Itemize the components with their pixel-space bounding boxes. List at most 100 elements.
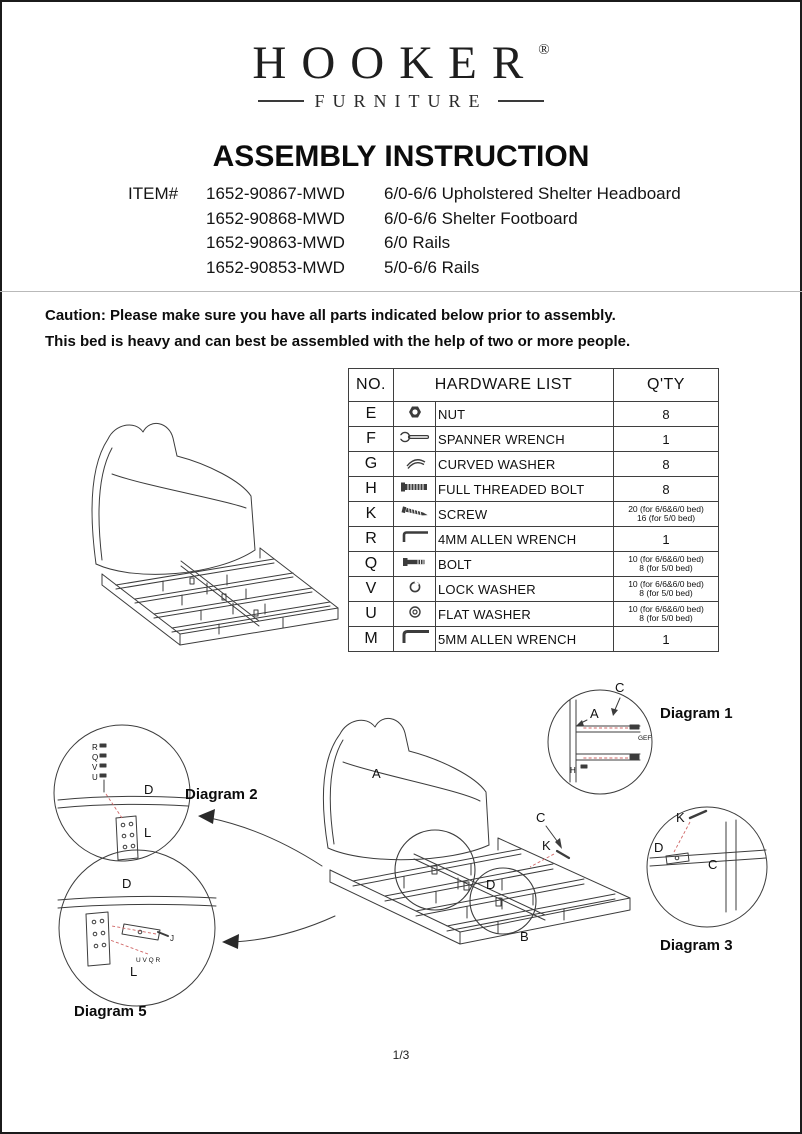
item-desc: 6/0 Rails	[384, 233, 451, 252]
hardware-qty: 10 (for 6/6&6/0 bed) 8 (for 5/0 bed)	[613, 576, 719, 602]
hardware-row: U FLAT WASHER 10 (for 6/6&6/0 bed) 8 (fo…	[348, 601, 719, 627]
page-edge-top	[0, 0, 802, 2]
hardware-icon-cell	[393, 501, 436, 527]
hardware-qty: 8	[613, 476, 719, 502]
label-screw-k: K	[542, 838, 551, 853]
diagram-2-title: Diagram 2	[185, 786, 258, 803]
hardware-name: 5MM ALLEN WRENCH	[435, 626, 614, 652]
label-headboard-a: A	[372, 766, 381, 781]
caution-note: Caution: Please make sure you have all p…	[45, 303, 630, 355]
item-label-spacer	[128, 231, 206, 256]
hardware-name: FLAT WASHER	[435, 601, 614, 627]
brand-name: HOOKER®	[0, 37, 802, 90]
label-d2-u: U	[92, 773, 98, 782]
brand-subtitle: FURNITURE	[314, 90, 488, 111]
hardware-no: F	[348, 426, 394, 452]
hardware-qty: 1	[613, 526, 719, 552]
col-header-hardware-list: HARDWARE LIST	[393, 368, 614, 402]
label-bracket-d: D	[486, 877, 495, 892]
label-d5-l: L	[130, 964, 137, 979]
caution-line-1: Caution: Please make sure you have all p…	[45, 307, 616, 324]
hardware-name: FULL THREADED BOLT	[435, 476, 614, 502]
label-footboard-b: B	[520, 929, 529, 944]
hardware-qty: 10 (for 6/6&6/0 bed) 8 (for 5/0 bed)	[613, 601, 719, 627]
hardware-name: LOCK WASHER	[435, 576, 614, 602]
hardware-table: NO. HARDWARE LIST Q'TY E NUT 8 F	[348, 368, 719, 652]
flat-washer-icon	[408, 605, 421, 618]
hardware-qty: 8	[613, 451, 719, 477]
item-sku: 1652-90868-MWD	[206, 208, 345, 228]
full-threaded-bolt-icon	[400, 482, 427, 491]
hardware-table-header: NO. HARDWARE LIST Q'TY	[348, 368, 719, 402]
label-d2-r: R	[92, 743, 98, 752]
hardware-icon-cell	[393, 451, 436, 477]
main-bed-drawing	[322, 718, 631, 945]
bolt-icon	[402, 557, 424, 566]
parts-overview-bed-drawing	[91, 423, 339, 646]
item-desc: 6/0-6/6 Shelter Footboard	[384, 208, 578, 228]
item-label-spacer	[128, 256, 206, 281]
diagram-5-title: Diagram 5	[74, 1003, 147, 1020]
hardware-row: G CURVED WASHER 8	[348, 451, 719, 477]
hardware-no: E	[348, 401, 394, 427]
item-list: ITEM# 1652-90867-MWD 6/0-6/6 Upholstered…	[128, 182, 681, 280]
hardware-row: E NUT 8	[348, 401, 719, 427]
page-edge-left	[0, 0, 2, 1134]
logo-rule-right	[497, 100, 544, 103]
hardware-icon-cell	[393, 626, 436, 652]
curved-washer-icon	[405, 458, 425, 469]
hardware-qty: 8	[613, 401, 719, 427]
hardware-row: M 5MM ALLEN WRENCH 1	[348, 626, 719, 652]
col-header-qty: Q'TY	[613, 368, 719, 402]
hardware-qty: 1	[613, 426, 719, 452]
caution-line-2: This bed is heavy and can best be assemb…	[45, 333, 631, 350]
allen-wrench-icon	[402, 630, 429, 643]
assembly-diagram-area: A C K D B	[53, 680, 768, 1007]
screw-icon	[401, 505, 428, 515]
label-d2-v: V	[92, 763, 98, 772]
hardware-qty: 10 (for 6/6&6/0 bed) 8 (for 5/0 bed)	[613, 551, 719, 577]
callout-arrow-to-diagram-2	[198, 809, 323, 867]
hardware-no: K	[348, 501, 394, 527]
label-d5-j: J	[170, 934, 174, 943]
hardware-no: G	[348, 451, 394, 477]
hardware-no: U	[348, 601, 394, 627]
section-divider	[0, 291, 802, 292]
label-d2-q: Q	[92, 753, 98, 762]
callout-arrow-to-diagram-5	[222, 915, 336, 949]
hardware-icon-cell	[393, 601, 436, 627]
hardware-no: H	[348, 476, 394, 502]
hardware-icon-cell	[393, 401, 436, 427]
diagram-2-detail: R Q V U D L	[53, 724, 191, 862]
allen-wrench-icon	[402, 530, 428, 542]
diagram-1-detail: C A GEF H	[547, 680, 653, 795]
hardware-icon-cell	[393, 551, 436, 577]
diagram-5-detail: D J U V Q R L	[57, 849, 217, 1007]
item-sku: 1652-90867-MWD	[206, 184, 345, 203]
label-d2-d: D	[144, 782, 153, 797]
hardware-name: 4MM ALLEN WRENCH	[435, 526, 614, 552]
item-sku: 1652-90863-MWD	[206, 233, 345, 252]
hardware-name: BOLT	[435, 551, 614, 577]
logo-rule-left	[258, 100, 305, 103]
brand-text: HOOKER	[252, 37, 539, 89]
hardware-no: V	[348, 576, 394, 602]
item-desc: 6/0-6/6 Upholstered Shelter Headboard	[384, 184, 681, 203]
diagram-1-title: Diagram 1	[660, 705, 733, 722]
label-d3-d: D	[654, 840, 663, 855]
hardware-row: V LOCK WASHER 10 (for 6/6&6/0 bed) 8 (fo…	[348, 576, 719, 602]
hardware-row: R 4MM ALLEN WRENCH 1	[348, 526, 719, 552]
hardware-name: CURVED WASHER	[435, 451, 614, 477]
diagram-3-detail: K D C	[646, 806, 768, 928]
label-d5-uvqr: U V Q R	[136, 957, 161, 964]
spanner-wrench-icon	[398, 431, 429, 442]
hardware-no: R	[348, 526, 394, 552]
col-header-no: NO.	[348, 368, 394, 402]
label-d1-a: A	[590, 706, 599, 721]
diagram-3-title: Diagram 3	[660, 937, 733, 954]
hardware-row: Q BOLT 10 (for 6/6&6/0 bed) 8 (for 5/0 b…	[348, 551, 719, 577]
label-d1-c: C	[615, 680, 624, 695]
lock-washer-icon	[409, 580, 420, 592]
hardware-qty: 1	[613, 626, 719, 652]
